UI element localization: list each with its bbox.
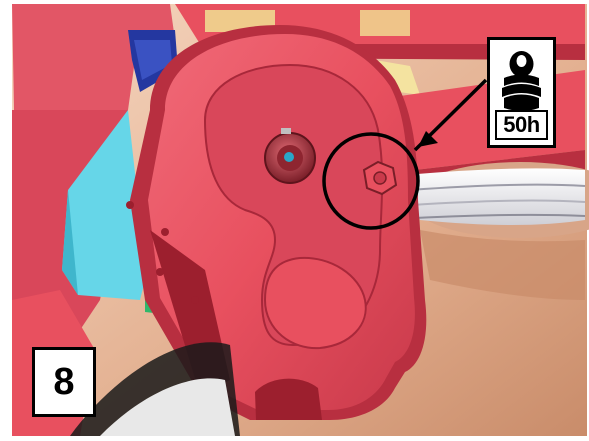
interval-label-box: 50h [495,110,548,140]
step-number: 8 [53,361,74,404]
interval-label: 50h [503,112,539,138]
grease-nipple-icon [490,44,553,116]
step-number-box: 8 [32,347,96,417]
maintenance-interval-badge: 50h [487,37,556,148]
grease-nipple [364,162,396,194]
